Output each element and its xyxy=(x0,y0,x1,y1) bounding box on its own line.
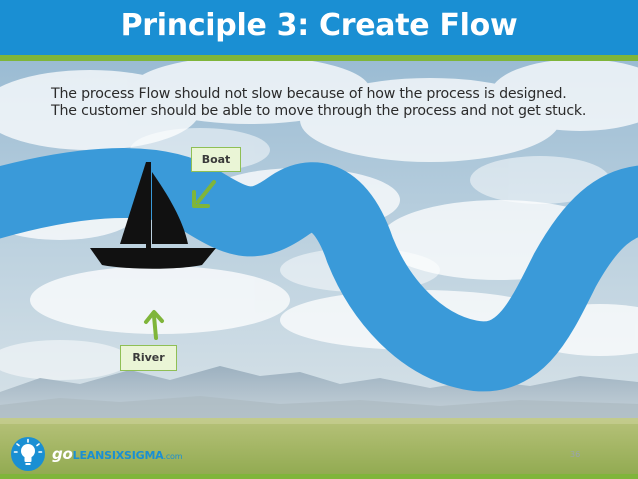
grass-field xyxy=(0,418,638,479)
slide-title: Principle 3: Create Flow xyxy=(120,8,518,43)
title-bar xyxy=(0,0,638,55)
logo-go: go xyxy=(52,445,73,463)
body-text: The process Flow should not slow because… xyxy=(51,86,587,119)
boat-label: Boat xyxy=(191,147,241,172)
arrow-icon xyxy=(192,180,216,208)
footer-bar xyxy=(0,474,638,479)
logo-name: LEANSIXSIGMA xyxy=(72,449,164,462)
arrow-icon xyxy=(144,310,164,340)
page-number: 36 xyxy=(570,450,581,459)
logo-wordmark[interactable]: goLEANSIXSIGMA.com xyxy=(52,445,183,463)
title-underline xyxy=(0,55,638,61)
logo-suffix: .com xyxy=(163,452,183,461)
lightbulb-icon xyxy=(11,437,45,471)
river-label: River xyxy=(120,345,177,371)
sailboat-icon xyxy=(90,162,216,269)
